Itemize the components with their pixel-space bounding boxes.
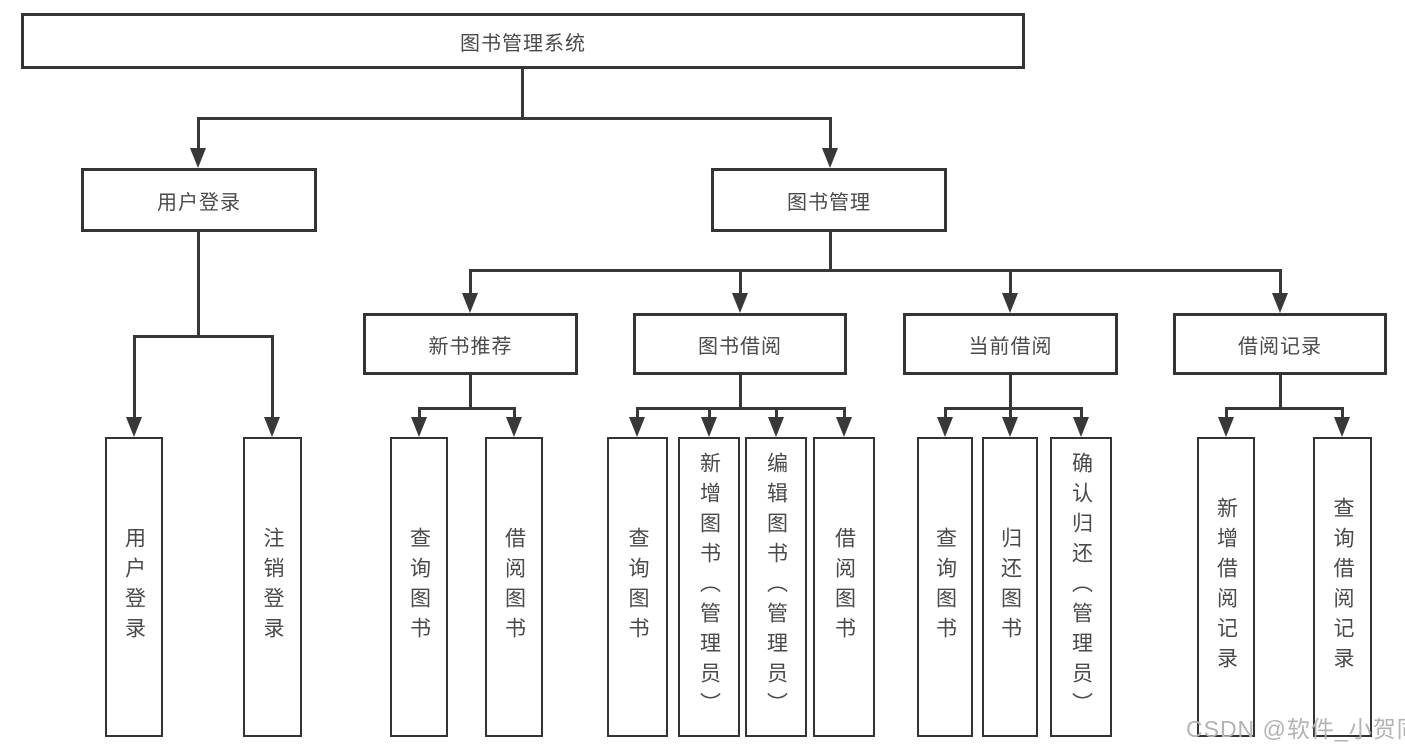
connector-new-books-stem [469,375,472,410]
arrowhead-down-icon [1002,417,1018,437]
connector-to-borrow-records [1279,269,1282,293]
node-new-books-label: 新书推荐 [428,335,513,358]
connector-to-bb-borrow [843,407,846,419]
node-cb-query: 查询图书 [917,437,973,737]
connector-borrow-records-rail [1225,407,1344,410]
node-bb-edit-label: 编辑图书（管理员） [764,452,788,722]
node-br-add: 新增借阅记录 [1197,437,1255,737]
connector-new-books-rail [418,407,516,410]
node-nb-borrow-label: 借阅图书 [502,527,526,647]
watermark: CSDN @软件_小贺同学 [1186,716,1405,742]
connector-to-br-add [1225,407,1228,419]
node-login: 用户登录 [105,437,163,737]
node-logout: 注销登录 [243,437,302,737]
node-nb-query-label: 查询图书 [407,527,431,647]
node-bb-add: 新增图书（管理员） [678,437,740,737]
node-bb-edit: 编辑图书（管理员） [745,437,807,737]
connector-book-borrow-rail [636,407,846,410]
connector-to-current-borrow [1009,269,1012,293]
connector-root-stem [521,69,524,119]
arrowhead-down-icon [1334,417,1350,437]
arrowhead-down-icon [732,293,748,313]
node-cb-return: 归还图书 [982,437,1038,737]
node-cb-return-label: 归还图书 [998,527,1022,647]
node-logout-label: 注销登录 [261,527,284,647]
node-bb-borrow: 借阅图书 [813,437,875,737]
connector-to-cb-query [944,407,947,419]
node-bb-borrow-label: 借阅图书 [832,527,856,647]
node-user-login-label: 用户登录 [157,191,241,214]
arrowhead-down-icon [1272,293,1288,313]
connector-book-borrow-stem [739,375,742,410]
connector-to-user-login [197,117,200,150]
node-br-query-label: 查询借阅记录 [1331,497,1354,677]
connector-user-login-stem [197,232,200,338]
arrowhead-down-icon [411,417,427,437]
node-bb-add-label: 新增图书（管理员） [697,452,721,722]
arrowhead-down-icon [822,148,838,168]
node-cb-query-label: 查询图书 [933,527,957,647]
node-root: 图书管理系统 [21,13,1025,69]
connector-to-new-books [469,269,472,293]
node-book-borrow-label: 图书借阅 [698,335,782,358]
node-bb-query: 查询图书 [607,437,668,737]
arrowhead-down-icon [1218,417,1234,437]
node-borrow-records-label: 借阅记录 [1238,335,1322,358]
connector-to-nb-query [418,407,421,419]
connector-borrow-records-stem [1279,375,1282,410]
node-user-login: 用户登录 [81,168,317,232]
connector-book-mgmt-rail [469,269,1281,272]
connector-to-bb-add [708,407,711,419]
node-root-label: 图书管理系统 [460,32,586,55]
node-bb-query-label: 查询图书 [626,527,649,647]
connector-current-borrow-rail [944,407,1083,410]
node-nb-query: 查询图书 [390,437,448,737]
arrowhead-down-icon [264,417,280,437]
node-book-mgmt-label: 图书管理 [787,191,871,214]
arrowhead-down-icon [506,417,522,437]
connector-to-bb-edit [775,407,778,419]
node-login-label: 用户登录 [122,527,146,647]
node-current-borrow: 当前借阅 [903,313,1118,375]
connector-to-login [133,335,136,419]
arrowhead-down-icon [701,417,717,437]
node-book-mgmt: 图书管理 [711,168,947,232]
connector-to-book-borrow [739,269,742,293]
connector-to-logout [271,335,274,419]
node-nb-borrow: 借阅图书 [485,437,543,737]
node-new-books: 新书推荐 [363,313,578,375]
arrowhead-down-icon [629,417,645,437]
node-cb-confirm: 确认归还（管理员） [1050,437,1112,737]
connector-root-rail [197,117,832,120]
node-borrow-records: 借阅记录 [1173,313,1387,375]
connector-current-borrow-stem [1009,375,1012,410]
connector-user-login-rail [133,335,273,338]
connector-to-cb-confirm [1080,407,1083,419]
arrowhead-down-icon [1073,417,1089,437]
connector-to-cb-return [1009,407,1012,419]
node-cb-confirm-label: 确认归还（管理员） [1069,452,1093,722]
arrowhead-down-icon [836,417,852,437]
connector-to-book-mgmt [829,117,832,150]
connector-book-mgmt-stem [829,232,832,272]
arrowhead-down-icon [190,148,206,168]
connector-to-br-query [1341,407,1344,419]
arrowhead-down-icon [1002,293,1018,313]
connector-to-nb-borrow [513,407,516,419]
node-book-borrow: 图书借阅 [633,313,847,375]
connector-to-bb-query [636,407,639,419]
arrowhead-down-icon [768,417,784,437]
arrowhead-down-icon [462,293,478,313]
node-br-query: 查询借阅记录 [1313,437,1372,737]
node-current-borrow-label: 当前借阅 [968,335,1053,358]
node-br-add-label: 新增借阅记录 [1214,497,1238,677]
arrowhead-down-icon [126,417,142,437]
arrowhead-down-icon [937,417,953,437]
